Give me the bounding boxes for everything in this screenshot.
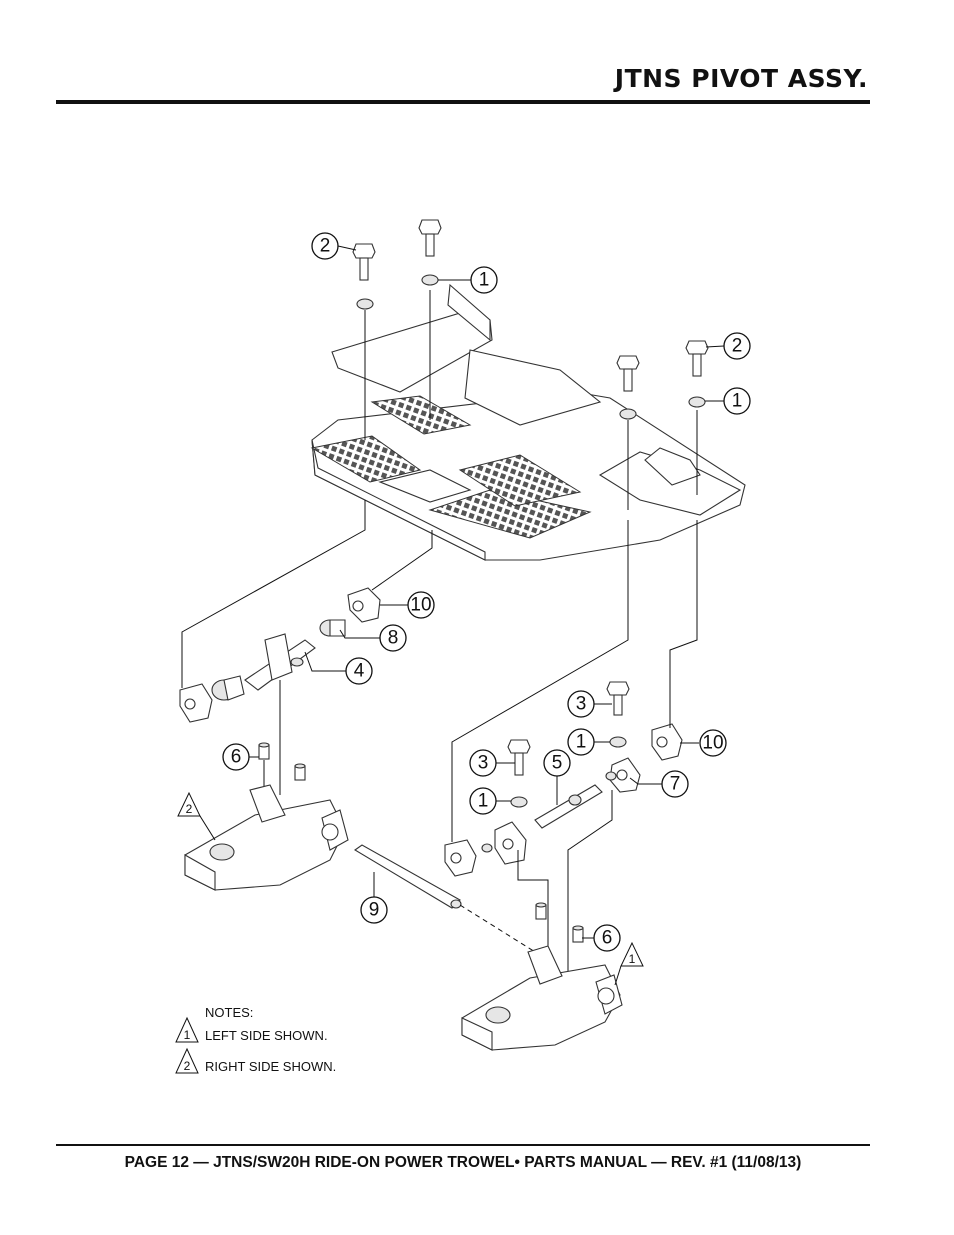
svg-text:LEFT SIDE SHOWN.: LEFT SIDE SHOWN. <box>205 1028 328 1043</box>
pivot-block-upper-right <box>651 723 683 761</box>
svg-text:4: 4 <box>354 661 365 682</box>
svg-text:2: 2 <box>732 336 743 357</box>
washer-top-center <box>421 274 439 286</box>
spacer-left-b <box>294 763 306 781</box>
svg-text:9: 9 <box>369 900 380 921</box>
hex-bolt-right-low <box>507 739 531 776</box>
svg-text:NOTES:: NOTES: <box>205 1005 253 1020</box>
washer-top-left <box>356 298 374 310</box>
callout-9: 9 <box>360 896 388 924</box>
svg-text:1: 1 <box>478 791 489 812</box>
svg-text:2: 2 <box>320 236 331 257</box>
callout-2-right: 2 <box>723 332 751 360</box>
washer-right-mid <box>609 736 627 748</box>
spacer-right <box>535 902 547 920</box>
page-title: JTNS PIVOT ASSY. <box>614 64 868 93</box>
svg-text:3: 3 <box>478 753 489 774</box>
callout-2-top-left: 2 <box>311 232 339 260</box>
gearbox-housing-left <box>461 945 623 1051</box>
callout-10-right: 10 <box>699 729 727 757</box>
spacer-right-b <box>572 925 584 943</box>
callout-6-left: 6 <box>222 743 250 771</box>
pivot-shaft-tee <box>244 633 316 691</box>
note-flag-right-side: 2 <box>177 791 216 841</box>
callout-8: 8 <box>379 624 407 652</box>
spacer-left <box>258 742 270 760</box>
note-flag-left-side: 1 <box>614 941 644 986</box>
callout-4: 4 <box>345 657 373 685</box>
exploded-parts-diagram: 2 1 2 1 10 8 4 6 3 1 10 3 5 1 7 9 6 2 1 … <box>175 219 751 1074</box>
callout-10-left: 10 <box>407 591 435 619</box>
notes-block: NOTES: 1 LEFT SIDE SHOWN. 2 RIGHT SIDE S… <box>175 1005 336 1074</box>
svg-text:1: 1 <box>732 391 743 412</box>
hex-bolt-right-a <box>616 355 640 392</box>
svg-text:6: 6 <box>602 928 613 949</box>
svg-text:7: 7 <box>670 774 681 795</box>
callout-1-upper-right: 1 <box>567 728 595 756</box>
svg-text:2: 2 <box>186 802 193 816</box>
svg-text:10: 10 <box>702 733 723 754</box>
washer-right-low <box>510 796 528 808</box>
gearbox-housing-right <box>184 784 349 891</box>
pivot-bracket-lower-right <box>481 821 527 865</box>
header-rule <box>56 100 870 104</box>
hex-bolt-right-mid <box>606 681 630 716</box>
svg-text:3: 3 <box>576 694 587 715</box>
callout-3-upper: 3 <box>567 690 595 718</box>
callout-1-top-center: 1 <box>470 266 498 294</box>
svg-text:1: 1 <box>184 1028 191 1042</box>
washer-right-a <box>619 408 637 420</box>
callout-1-right: 1 <box>723 387 751 415</box>
hex-bolt-top-left <box>352 243 376 281</box>
callout-7: 7 <box>661 770 689 798</box>
callout-6-right: 6 <box>593 924 621 952</box>
hex-bolt-right-b <box>685 340 709 377</box>
svg-text:6: 6 <box>231 747 242 768</box>
hex-bolt-top-center <box>418 219 442 257</box>
svg-text:10: 10 <box>410 595 431 616</box>
svg-text:1: 1 <box>629 952 636 966</box>
svg-text:RIGHT SIDE SHOWN.: RIGHT SIDE SHOWN. <box>205 1059 336 1074</box>
svg-text:1: 1 <box>576 732 587 753</box>
footer-rule <box>56 1144 870 1146</box>
pivot-bracket-right <box>605 757 641 793</box>
platform-deck <box>310 283 746 561</box>
pivot-shaft-right <box>534 784 603 829</box>
bushing-lower <box>211 675 245 701</box>
callout-1-lower: 1 <box>469 787 497 815</box>
svg-text:5: 5 <box>552 753 563 774</box>
svg-text:8: 8 <box>388 628 399 649</box>
svg-text:1: 1 <box>479 270 490 291</box>
page-footer: PAGE 12 — JTNS/SW20H RIDE-ON POWER TROWE… <box>124 1154 802 1171</box>
svg-text:2: 2 <box>184 1059 191 1073</box>
callout-3-lower: 3 <box>469 749 497 777</box>
callout-5: 5 <box>543 749 571 777</box>
bushing-upper <box>319 619 346 637</box>
pivot-block-lower-left <box>179 683 213 723</box>
washer-right-b <box>688 396 706 408</box>
pivot-block-upper-left <box>347 587 381 623</box>
cross-tube <box>353 844 462 909</box>
pivot-block-lower-right <box>444 839 477 877</box>
